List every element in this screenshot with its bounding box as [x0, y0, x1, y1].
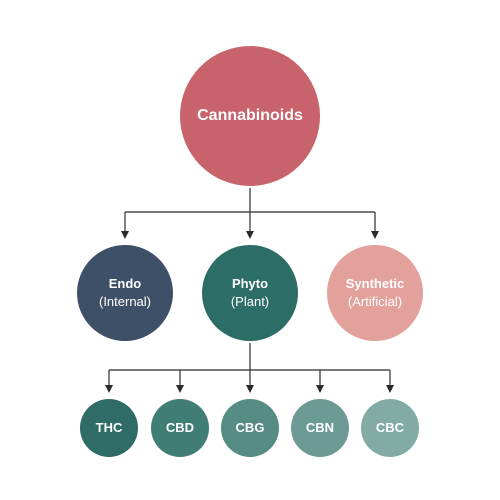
leaf-label-cbg: CBG: [235, 420, 265, 436]
endo-subtitle: (Internal): [98, 294, 152, 309]
synthetic-subtitle: (Artificial): [347, 294, 403, 309]
leaf-node-thc: THC: [80, 399, 138, 457]
leaf-node-cbg: CBG: [221, 399, 279, 457]
root-node-cannabinoids: Cannabinoids: [180, 46, 320, 186]
leaf-node-cbn: CBN: [291, 399, 349, 457]
leaf-label-cbc: CBC: [375, 420, 405, 436]
endo-title: Endo: [108, 276, 142, 292]
category-node-synthetic: Synthetic (Artificial): [327, 245, 423, 341]
synthetic-title: Synthetic: [345, 276, 405, 292]
category-node-endo: Endo (Internal): [77, 245, 173, 341]
leaf-label-thc: THC: [95, 420, 123, 436]
leaf-node-cbd: CBD: [151, 399, 209, 457]
category-node-phyto: Phyto (Plant): [202, 245, 298, 341]
leaf-label-cbn: CBN: [305, 420, 335, 436]
phyto-subtitle: (Plant): [230, 294, 270, 309]
leaf-node-cbc: CBC: [361, 399, 419, 457]
leaf-label-cbd: CBD: [165, 420, 195, 436]
phyto-title: Phyto: [231, 276, 269, 292]
root-label: Cannabinoids: [197, 107, 303, 125]
